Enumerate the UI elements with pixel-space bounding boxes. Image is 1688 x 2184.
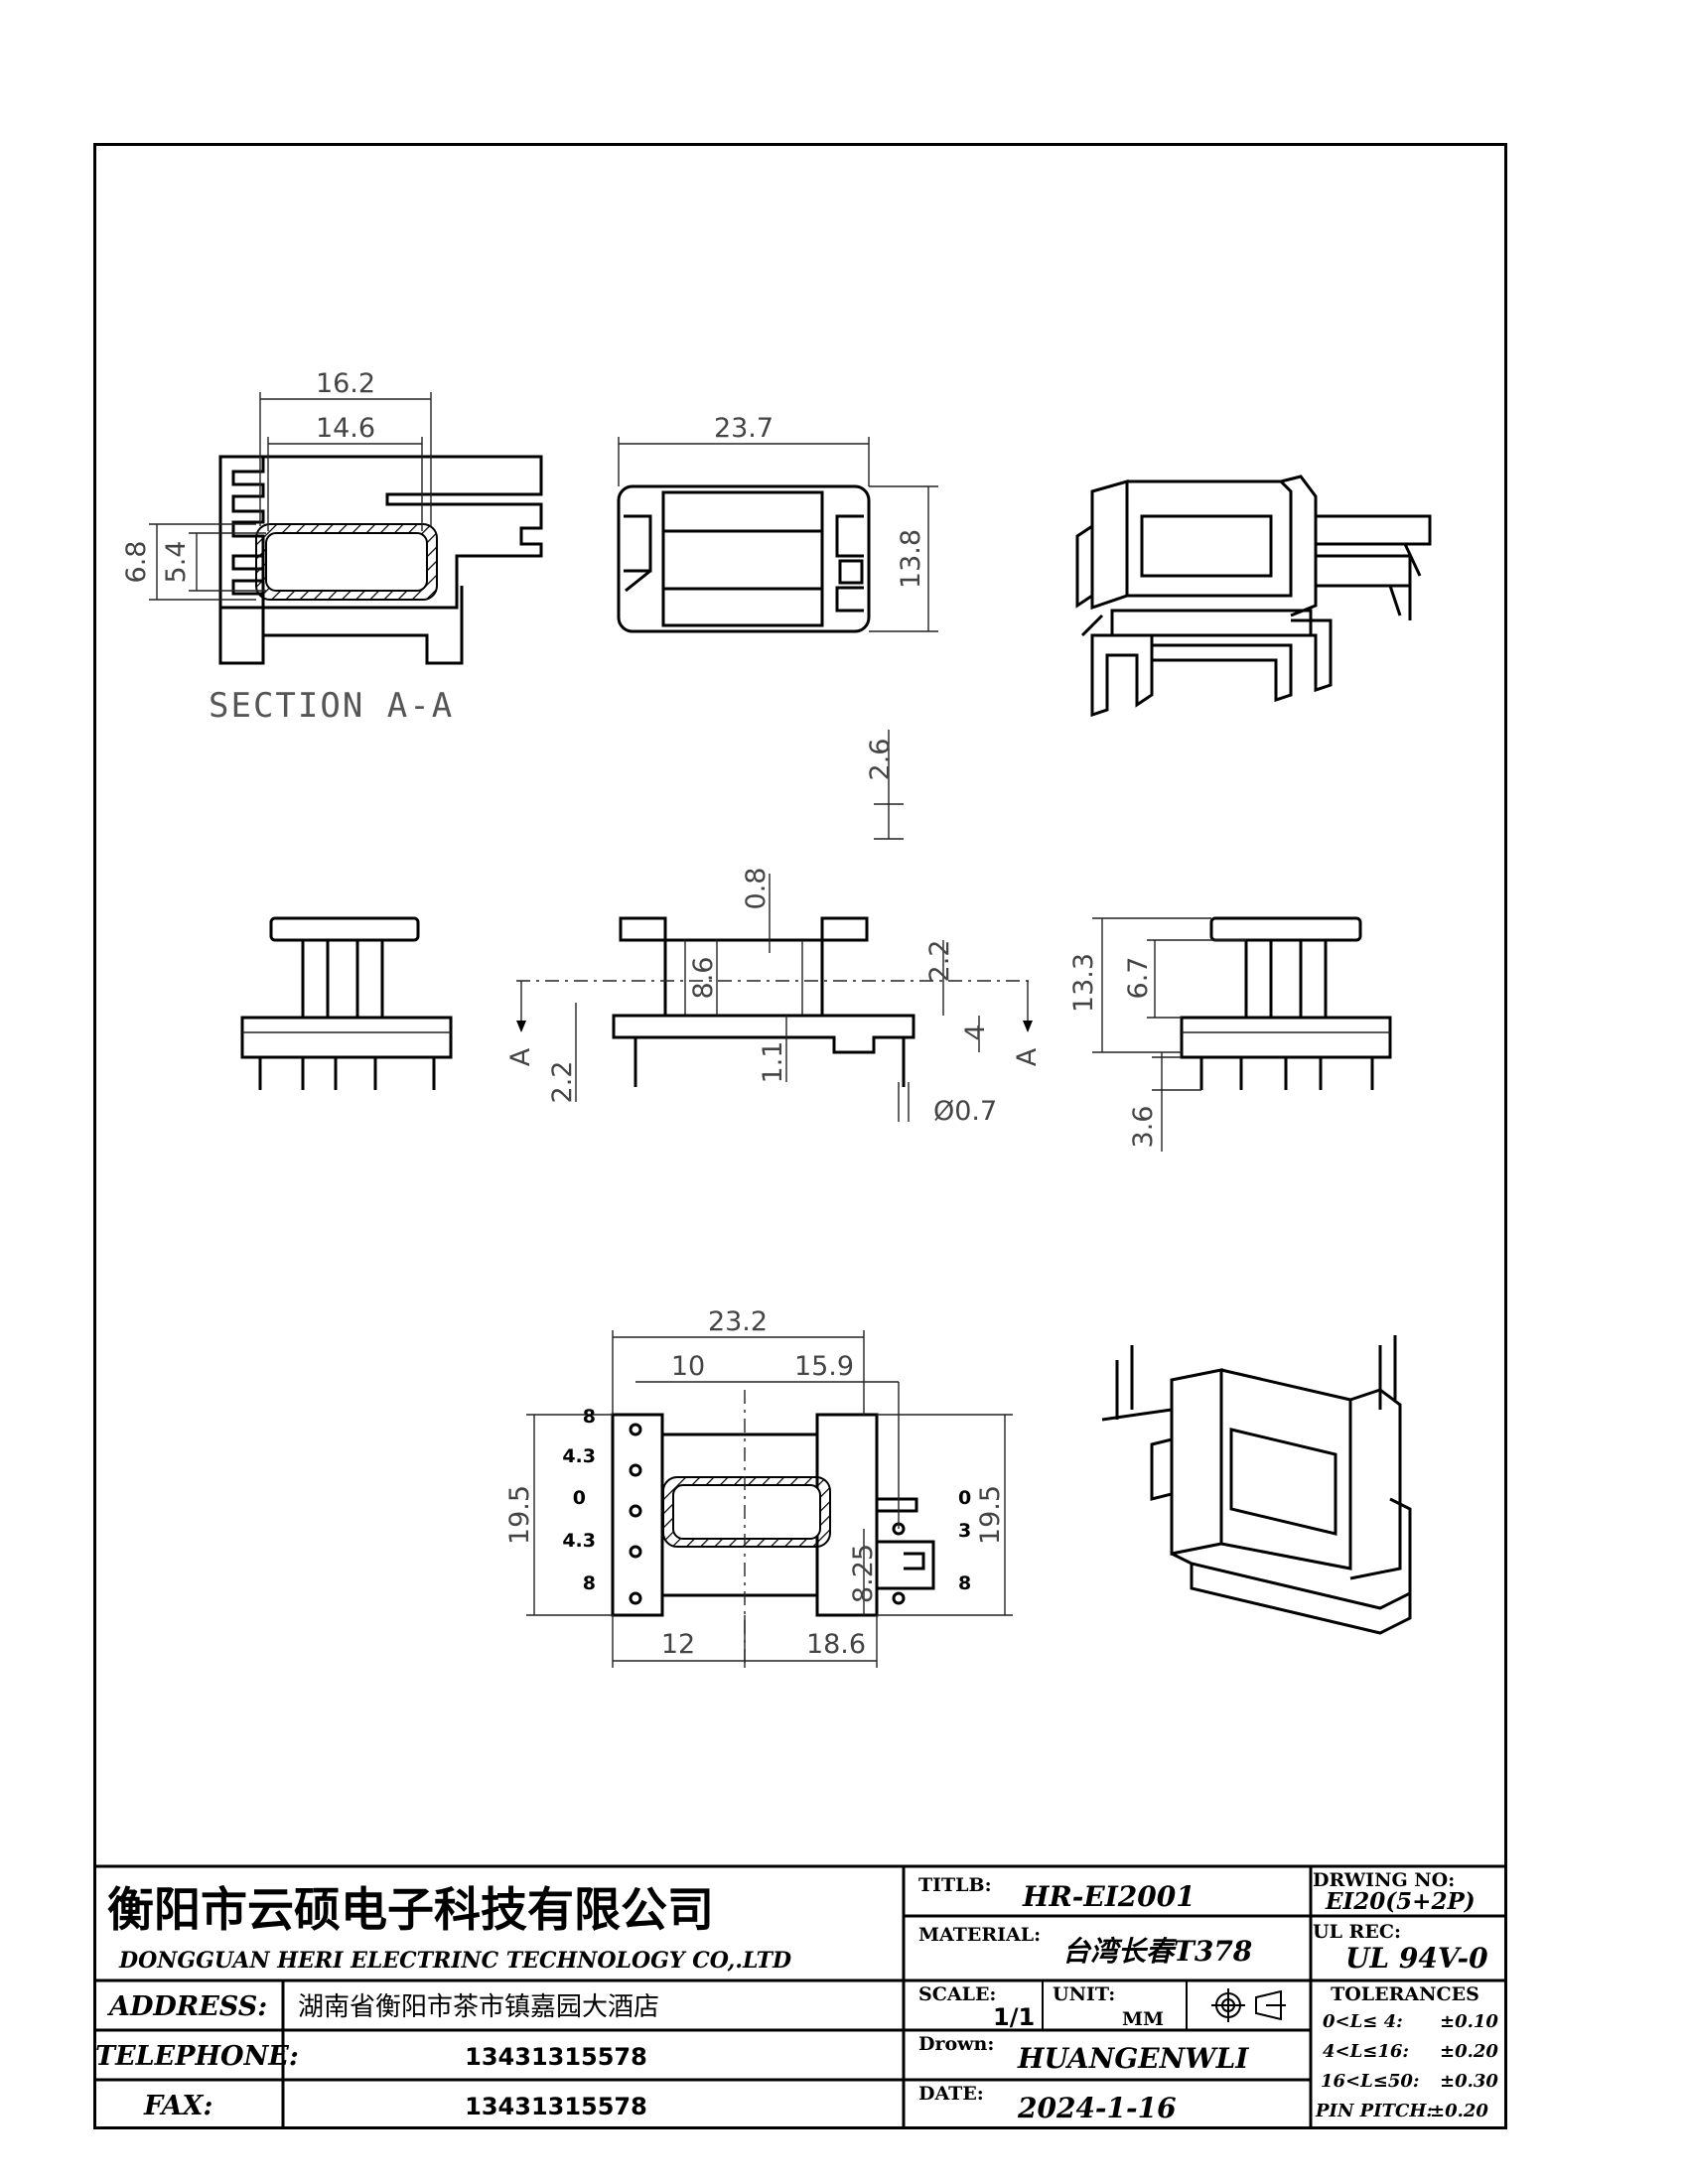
telephone-label: TELEPHONE: xyxy=(95,2041,299,2072)
date-label: DATE: xyxy=(918,2083,984,2105)
ul-label: UL REC: xyxy=(1313,1921,1401,1943)
pin-pitch-right-8: 8 xyxy=(958,1572,971,1594)
dim-step: 4 xyxy=(960,1024,991,1040)
dim-section-height-outer: 6.8 xyxy=(121,541,152,584)
section-a-a-view: 16.2 14.6 6.8 5.4 SECTION A-A xyxy=(121,368,543,726)
address-label: ADDRESS: xyxy=(106,1991,267,2022)
tolerance-range-3: 16<L≤50: xyxy=(1321,2071,1420,2092)
fax-value: 13431315578 xyxy=(465,2093,647,2120)
scale-value: 1/1 xyxy=(993,2003,1035,2031)
front-view: A A 2.6 0.8 8.6 2.2 4 2.2 1.1 Ø0.7 xyxy=(505,730,1043,1127)
unit-value: MM xyxy=(1122,2008,1164,2030)
dim-pin-diameter: Ø0.7 xyxy=(933,1096,997,1127)
tolerance-value-3: ±0.30 xyxy=(1440,2071,1498,2092)
dim-bottom-mid: 8.25 xyxy=(848,1544,879,1603)
bottom-view: 23.2 10 15.9 19.5 19.5 8.25 12 18.6 8 4.… xyxy=(504,1306,1013,1668)
dim-section-width-outer: 16.2 xyxy=(316,368,375,399)
dim-core: 1.1 xyxy=(758,1041,788,1084)
dim-bottom-base-left: 12 xyxy=(661,1629,695,1660)
side-view-right: 13.3 6.7 3.6 xyxy=(1068,916,1392,1152)
dim-bottom-base-right: 18.6 xyxy=(806,1629,866,1660)
dim-flange-thickness: 0.8 xyxy=(741,868,772,910)
section-label: SECTION A-A xyxy=(209,686,454,726)
title-value: HR-EI2001 xyxy=(1022,1880,1196,1913)
side-view-left xyxy=(240,916,453,1090)
tolerance-range-1: 0<L≤ 4: xyxy=(1323,2011,1403,2032)
dim-side-height: 13.3 xyxy=(1068,953,1099,1013)
pin-pitch-right-0: 0 xyxy=(958,1487,971,1509)
pin-pitch-left-top: 8 xyxy=(583,1406,596,1428)
pin-pitch-left-bottom: 8 xyxy=(583,1572,596,1594)
dim-bottom-right-span: 15.9 xyxy=(794,1351,854,1382)
date-value: 2024-1-16 xyxy=(1017,2092,1177,2124)
drawing-frame xyxy=(93,143,1507,2129)
top-view: 23.7 13.8 xyxy=(617,413,938,633)
tolerance-value-4: ±0.20 xyxy=(1430,2101,1488,2121)
dim-bottom-height-left: 19.5 xyxy=(504,1485,535,1545)
drawing-no-value: EI20(5+2P) xyxy=(1325,1888,1476,1915)
drawing-no-label: DRWING NO: xyxy=(1313,1869,1455,1891)
dim-bottom-width: 23.2 xyxy=(708,1306,768,1337)
dim-top-height: 13.8 xyxy=(896,529,926,589)
section-marker-right: A xyxy=(1012,1047,1043,1066)
pin-pitch-left-4: 4.3 xyxy=(562,1530,596,1552)
pin-pitch-left-2: 4.3 xyxy=(562,1445,596,1467)
scale-label: SCALE: xyxy=(918,1983,996,2005)
dim-window-height: 8.6 xyxy=(688,957,719,1000)
material-value: 台湾长春T378 xyxy=(1062,1935,1252,1968)
dim-base-height: 2.2 xyxy=(924,940,955,983)
pin-pitch-right-3: 3 xyxy=(958,1520,971,1542)
tolerance-value-1: ±0.10 xyxy=(1440,2011,1498,2032)
telephone-value: 13431315578 xyxy=(465,2043,647,2071)
material-label: MATERIAL: xyxy=(918,1924,1041,1946)
dim-bottom-left-span: 10 xyxy=(671,1351,705,1382)
isometric-view-bottom xyxy=(1101,1335,1412,1635)
dim-top-width: 23.7 xyxy=(714,413,774,444)
company-name-en: DONGGUAN HERI ELECTRINC TECHNOLOGY CO,.L… xyxy=(118,1948,791,1974)
tolerance-value-2: ±0.20 xyxy=(1440,2041,1498,2062)
unit-label: UNIT: xyxy=(1053,1983,1115,2005)
ul-value: UL 94V-0 xyxy=(1345,1942,1488,1975)
dim-pin-extension: 2.6 xyxy=(865,739,896,781)
dim-side-inner: 6.7 xyxy=(1123,957,1154,1000)
drawn-value: HUANGENWLI xyxy=(1017,2042,1249,2075)
dim-section-width-inner: 14.6 xyxy=(316,413,375,444)
tolerance-range-4: PIN PITCH: xyxy=(1315,2101,1433,2121)
tolerances-label: TOLERANCES xyxy=(1331,1983,1479,2005)
pin-pitch-left-0: 0 xyxy=(573,1487,586,1509)
title-block: 衡阳市云硕电子科技有限公司 DONGGUAN HERI ELECTRINC TE… xyxy=(93,1864,1507,2129)
isometric-view-top xyxy=(1075,475,1432,718)
dim-ledge: 2.2 xyxy=(547,1061,578,1104)
tolerance-range-2: 4<L≤16: xyxy=(1323,2041,1409,2062)
fax-label: FAX: xyxy=(143,2091,212,2121)
dim-pin-length: 3.6 xyxy=(1128,1106,1159,1149)
dim-bottom-height-right: 19.5 xyxy=(975,1485,1006,1545)
title-label: TITLB: xyxy=(918,1874,992,1896)
company-name-cn: 衡阳市云硕电子科技有限公司 xyxy=(107,1883,714,1938)
section-marker-left: A xyxy=(505,1047,536,1066)
address-value: 湖南省衡阳市茶市镇嘉园大酒店 xyxy=(298,1992,659,2022)
dim-section-height-inner: 5.4 xyxy=(161,541,192,584)
drawn-label: Drown: xyxy=(918,2033,994,2055)
